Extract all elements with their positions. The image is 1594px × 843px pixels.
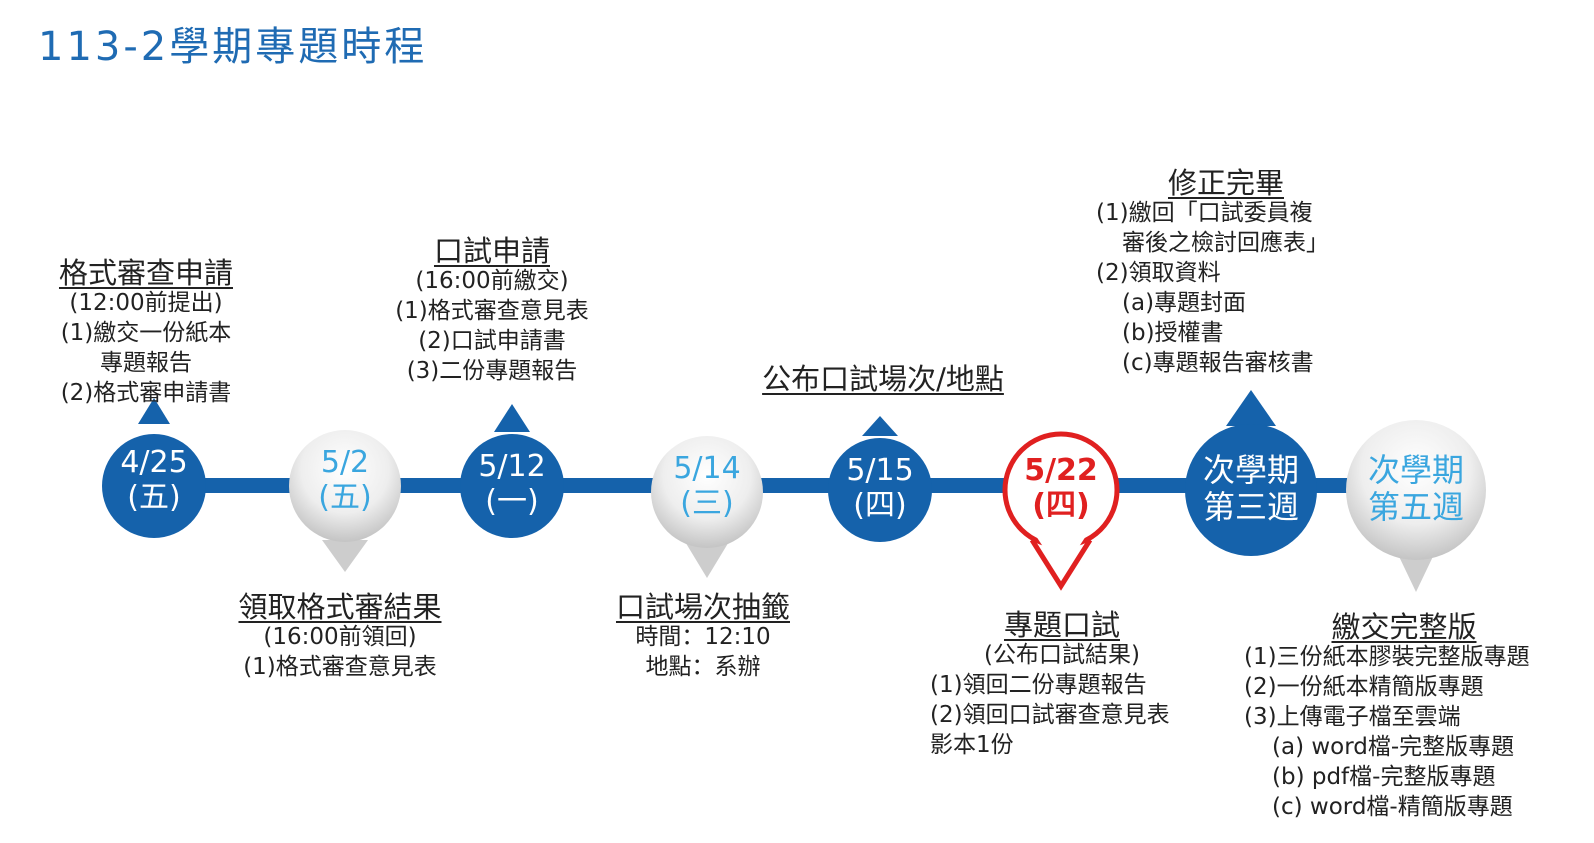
milestone-weekday: (一) — [485, 483, 539, 519]
milestone-date: 5/2 — [320, 445, 370, 480]
event-format-review-result: 領取格式審結果 (16:00前領回) (1)格式審查意見表 — [220, 592, 460, 682]
event-line: (2)領回口試審查意見表 — [930, 702, 1170, 728]
milestone-date: 次學期 — [1367, 451, 1464, 489]
milestone-weekday: (五) — [127, 479, 181, 515]
event-line: (2)口試申請書 — [418, 328, 566, 354]
event-line: 時間：12:10 — [635, 624, 771, 650]
milestone-weekday: (五) — [318, 479, 372, 515]
event-line: (1)格式審查意見表 — [243, 654, 437, 680]
milestone-4: 5/14 (三) — [655, 451, 759, 521]
event-line: (a)專題封面 — [1122, 290, 1247, 316]
marker-5-14 — [684, 540, 730, 578]
milestone-5: 5/15 (四) — [830, 453, 930, 523]
marker-5-12 — [494, 404, 530, 432]
milestone-date: 4/25 — [120, 445, 188, 480]
event-announce-venue: 公布口試場次/地點 — [738, 364, 1028, 394]
event-revision-done: 修正完畢 (1)繳回「口試委員複 審後之檢討回應表」 (2)領取資料 (a)專題… — [1096, 168, 1356, 378]
milestone-date: 5/22 — [1024, 453, 1098, 488]
event-submit-final: 繳交完整版 (1)三份紙本膠裝完整版專題 (2)一份紙本精簡版專題 (3)上傳電… — [1244, 612, 1584, 822]
event-line: (a) word檔-完整版專題 — [1272, 734, 1515, 760]
event-oral-exam: 專題口試 (公布口試結果) (1)領回二份專題報告 (2)領回口試審查意見表 影… — [930, 610, 1194, 760]
event-line: (16:00前繳交) — [415, 268, 569, 294]
event-line: (3)上傳電子檔至雲端 — [1244, 704, 1461, 730]
event-line: (公布口試結果) — [984, 642, 1140, 668]
event-line: (12:00前提出) — [69, 290, 223, 316]
event-heading: 口試場次抽籤 — [615, 590, 790, 624]
event-line: (c)專題報告審核書 — [1122, 350, 1314, 376]
milestone-3: 5/12 (一) — [462, 449, 562, 519]
marker-5-15 — [862, 416, 898, 436]
event-line: 地點：系辦 — [645, 654, 761, 680]
event-heading: 繳交完整版 — [1331, 610, 1477, 644]
event-heading: 口試申請 — [433, 234, 550, 268]
milestone-8: 次學期 第五週 — [1350, 452, 1482, 526]
event-heading: 專題口試 — [1003, 608, 1120, 642]
event-heading: 領取格式審結果 — [238, 590, 442, 624]
event-line: (3)二份專題報告 — [406, 358, 578, 384]
event-line: (2)格式審申請書 — [60, 380, 232, 406]
milestone-weekday: (三) — [680, 485, 734, 521]
event-line: (c) word檔-精簡版專題 — [1272, 794, 1513, 820]
event-heading: 公布口試場次/地點 — [762, 362, 1004, 396]
event-line: 審後之檢討回應表」 — [1122, 230, 1329, 256]
event-line: (1)繳回「口試委員複 — [1096, 200, 1313, 226]
milestone-weekday: (四) — [853, 487, 907, 523]
marker-5-2 — [322, 540, 368, 572]
event-format-review-apply: 格式審查申請 (12:00前提出) (1)繳交一份紙本 專題報告 (2)格式審申… — [46, 258, 246, 408]
milestone-date: 5/12 — [478, 449, 546, 484]
milestone-1: 4/25 (五) — [104, 445, 204, 515]
event-heading: 修正完畢 — [1167, 166, 1284, 200]
marker-4-25 — [138, 398, 170, 424]
event-oral-exam-apply: 口試申請 (16:00前繳交) (1)格式審查意見表 (2)口試申請書 (3)二… — [380, 236, 604, 386]
event-oral-exam-draw: 口試場次抽籤 時間：12:10 地點：系辦 — [590, 592, 816, 682]
milestone-date: 次學期 — [1202, 451, 1299, 489]
milestone-2: 5/2 (五) — [293, 445, 397, 515]
event-line: (2)一份紙本精簡版專題 — [1244, 674, 1484, 700]
milestone-date: 5/14 — [673, 451, 741, 486]
event-line: (1)繳交一份紙本 — [60, 320, 232, 346]
event-line: 影本1份 — [930, 732, 1014, 758]
marker-week-3 — [1226, 390, 1276, 426]
milestone-weekday: (四) — [1032, 487, 1090, 523]
event-line: (1)三份紙本膠裝完整版專題 — [1244, 644, 1530, 670]
event-line: (1)領回二份專題報告 — [930, 672, 1147, 698]
milestone-weekday: 第五週 — [1367, 487, 1464, 526]
event-line: (b) pdf檔-完整版專題 — [1272, 764, 1496, 790]
event-heading: 格式審查申請 — [58, 256, 233, 290]
event-line: (2)領取資料 — [1096, 260, 1221, 286]
event-line: (b)授權書 — [1122, 320, 1224, 346]
milestone-7: 次學期 第三週 — [1185, 452, 1317, 526]
event-line: (1)格式審查意見表 — [395, 298, 589, 324]
event-line: 專題報告 — [100, 350, 192, 376]
page-title: 113-2學期專題時程 — [38, 24, 428, 70]
milestone-6: 5/22 (四) — [1009, 453, 1113, 523]
milestone-weekday: 第三週 — [1202, 487, 1299, 526]
event-line: (16:00前領回) — [263, 624, 417, 650]
milestone-date: 5/15 — [846, 453, 914, 488]
